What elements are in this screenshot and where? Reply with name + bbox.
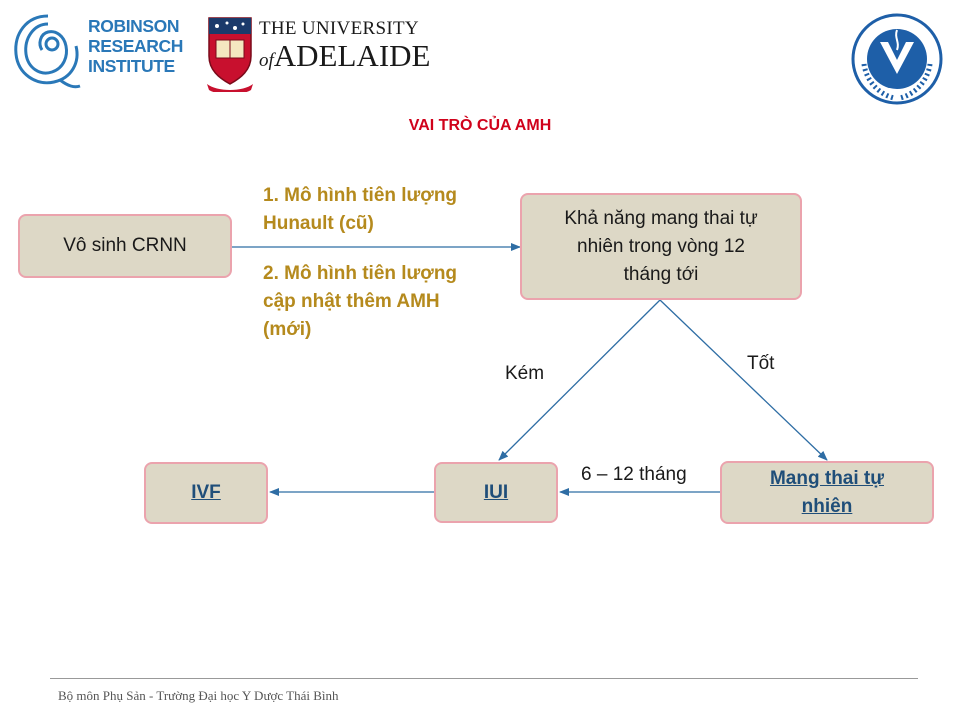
robinson-line-1: ROBINSON [88,16,180,36]
robinson-line-3: INSTITUTE [88,56,175,76]
emblem-icon [851,13,943,105]
adelaide-of: of [259,50,274,71]
node-ivf-label[interactable]: IVF [191,482,221,503]
node-infertility-label: Vô sinh CRNN [63,235,187,256]
node-infertility: Vô sinh CRNN [18,214,232,278]
model-2-line-2: cập nhật thêm AMH [263,291,440,312]
model-2-line-3: (mới) [263,319,312,340]
node-natural-pregnancy[interactable]: Mang thai tự nhiên [720,461,934,524]
model-2-label: 2. Mô hình tiên lượng cập nhật thêm AMH … [263,260,457,344]
arrow-outcome-to-natural [659,299,828,461]
adelaide-name: ADELAIDE [273,38,431,73]
model-2-line-1: 2. Mô hình tiên lượng [263,263,458,284]
model-1-line-1: 1. Mô hình tiên lượng [263,185,458,206]
thai-binh-emblem [850,12,944,106]
footer-text: Bộ môn Phụ Sản - Trường Đại học Y Dược T… [58,688,339,703]
slide-title: VAI TRÒ CỦA AMH [408,117,552,134]
node-pregnancy-chance: Khả năng mang thai tự nhiên trong vòng 1… [520,193,802,300]
robinson-logo: ROBINSON RESEARCH INSTITUTE [8,10,183,90]
arrow-outcome-to-iui [498,299,661,461]
edge-label-good: Tốt [747,353,775,374]
adelaide-logo: THE UNIVERSITY ofADELAIDE [205,12,430,92]
node-ivf[interactable]: IVF [144,462,268,524]
node-natural-line-1[interactable]: Mang thai tự [769,467,885,489]
model-1-line-2: Hunault (cũ) [263,213,374,234]
robinson-line-2: RESEARCH [88,36,184,56]
node-natural-line-2[interactable]: nhiên [801,495,853,517]
node-iui[interactable]: IUI [434,462,558,523]
node-pregnancy-chance-line-2: nhiên trong vòng 12 [577,235,745,257]
node-iui-label[interactable]: IUI [483,481,509,503]
edge-label-duration: 6 – 12 tháng [581,464,687,485]
model-1-label: 1. Mô hình tiên lượng Hunault (cũ) [263,182,457,238]
fetus-icon [14,14,81,89]
crest-icon [207,17,253,92]
edge-label-poor: Kém [505,363,545,384]
adelaide-line-1: THE UNIVERSITY [259,18,419,39]
node-pregnancy-chance-line-3: tháng tới [623,263,699,285]
footer-divider [50,678,918,679]
node-pregnancy-chance-line-1: Khả năng mang thai tự [564,207,758,229]
adelaide-line-2: ofADELAIDE [259,38,430,74]
